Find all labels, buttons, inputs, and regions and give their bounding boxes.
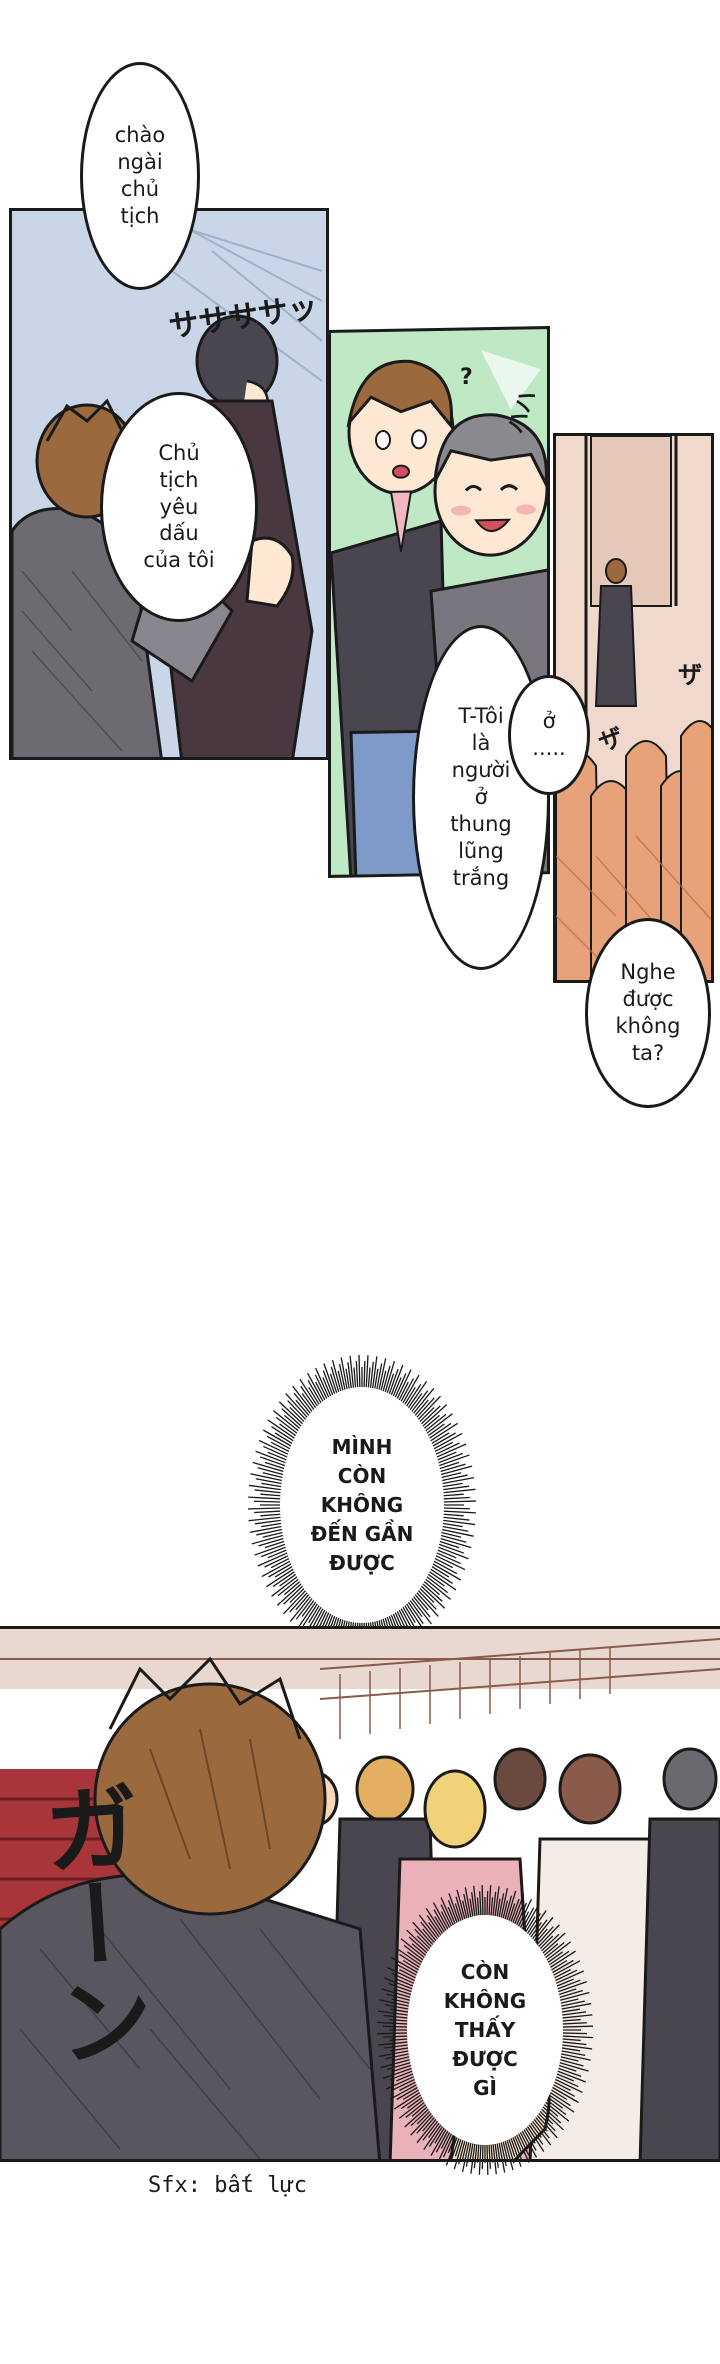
spiky-bubble-cant-get-close-text: MÌNH CÒN KHÔNG ĐẾN GẦN ĐƯỢC [310, 1434, 414, 1575]
panel-chairman-rush [9, 208, 329, 760]
bubble-beloved-text: Chủ tịch yêu dấu của tôi [143, 440, 215, 573]
sfx-note-caption: Sfx: bất lực [148, 2173, 307, 2198]
bubble-greeting-text: chào ngài chủ tịch [114, 123, 166, 228]
speech-bubble-huh: ở ..... [508, 675, 590, 795]
bubble-huh-text: ở ..... [532, 709, 566, 760]
spiky-bubble-cant-see [377, 1885, 593, 2175]
spiky-bubble-cant-see-text: CÒN KHÔNG THẤY ĐƯỢC GÌ [443, 1959, 527, 2100]
speech-bubble-beloved: Chủ tịch yêu dấu của tôi [100, 392, 258, 622]
sfx-ga-n: ガーン [24, 1776, 156, 2072]
sfx-crowd-b: ザ [678, 661, 702, 689]
bubble-hear-text: Nghe được không ta? [615, 960, 681, 1065]
sfx-question: ? [460, 365, 473, 390]
speech-bubble-greeting: chào ngài chủ tịch [80, 62, 200, 290]
speech-bubble-white-valley: T-Tôi là người ở thung lũng trắng [412, 625, 550, 970]
speech-bubble-hear: Nghe được không ta? [585, 918, 711, 1108]
bubble-white-valley-text: T-Tôi là người ở thung lũng trắng [450, 704, 512, 890]
